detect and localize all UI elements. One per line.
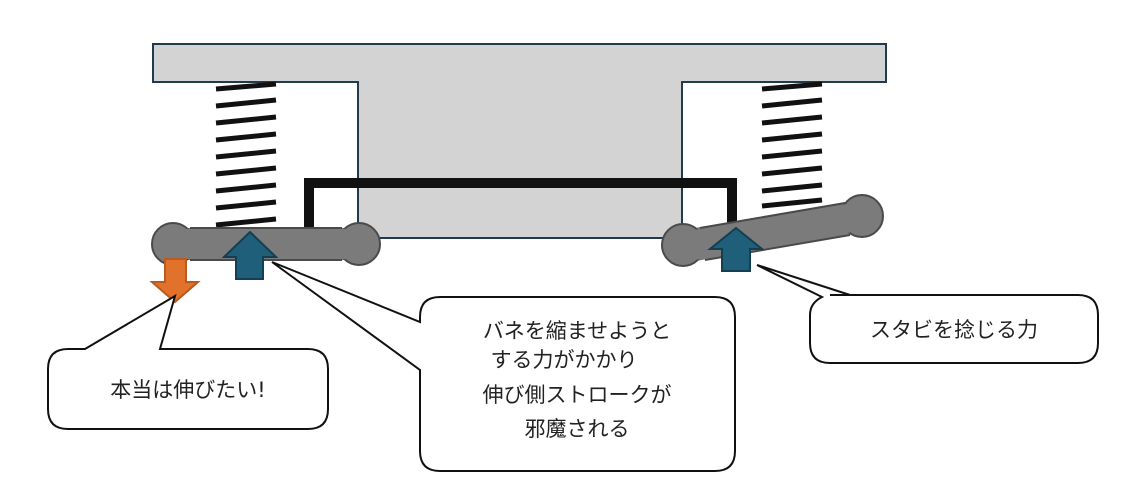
callout-bubble	[271, 261, 736, 472]
callout-text-compress-line1: バネを縮ませようと	[483, 319, 671, 343]
stabilizer-bar	[304, 178, 737, 232]
down-arrow-icon	[149, 258, 201, 304]
callout-text-compress-line4: 邪魔される	[525, 417, 630, 441]
callout-text-want-extend: 本当は伸びたい!	[110, 378, 265, 402]
callout-text-compress-line3: 伸び側ストロークが	[483, 383, 672, 407]
callout-text-compress-line2: する力がかかり	[491, 348, 638, 372]
callout-bubble	[756, 264, 1099, 364]
callout-compress: バネを縮ませようと する力がかかり 伸び側ストロークが 邪魔される	[271, 261, 736, 472]
callout-bubble	[47, 293, 329, 430]
left-coil-spring-icon	[215, 81, 277, 228]
callout-want-extend: 本当は伸びたい!	[47, 293, 329, 430]
callout-text-twist: スタビを捻じる力	[870, 318, 1038, 342]
left-up-arrow-icon	[221, 230, 279, 280]
right-coil-spring-icon	[761, 81, 823, 209]
right-up-arrow-icon	[707, 226, 765, 272]
callout-twist: スタビを捻じる力	[756, 264, 1099, 364]
